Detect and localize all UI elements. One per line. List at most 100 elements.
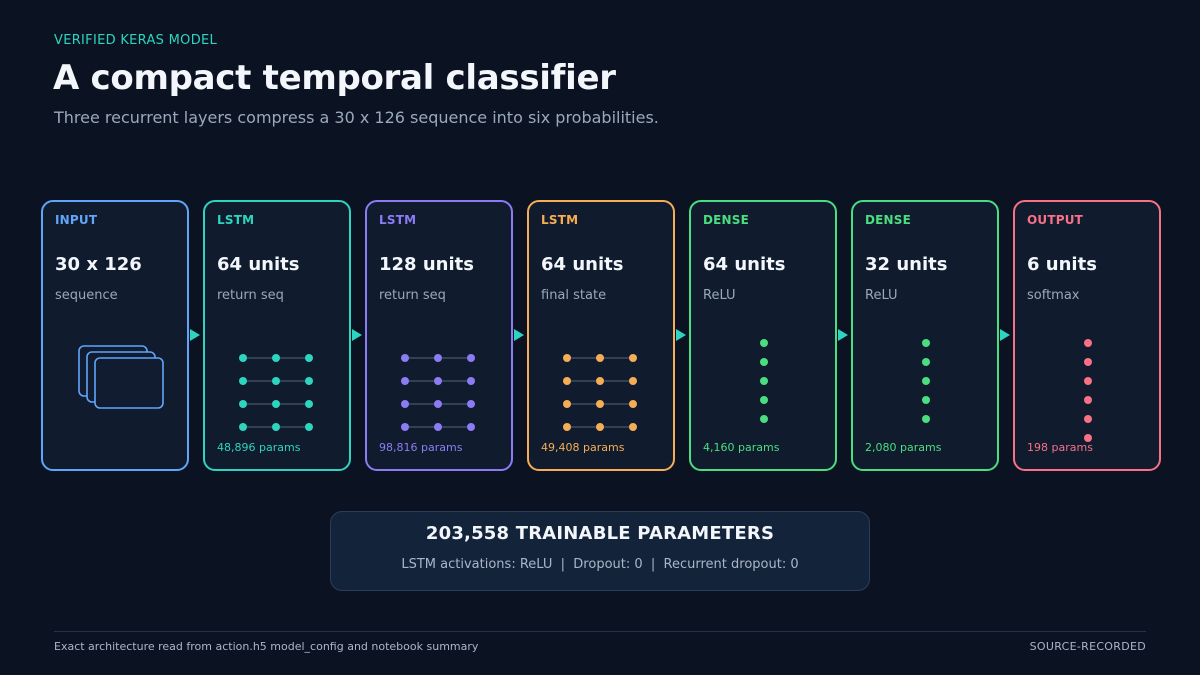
node (629, 354, 637, 362)
node (305, 423, 313, 431)
node (467, 400, 475, 408)
layer-card-7: OUTPUT 6 units softmax 198 params (1013, 200, 1161, 471)
node (596, 400, 604, 408)
layer-units: 30 x 126 (55, 254, 142, 275)
layer-card-1: INPUT 30 x 126 sequence (41, 200, 189, 471)
node (434, 354, 442, 362)
node (401, 423, 409, 431)
node (760, 339, 768, 347)
node (272, 354, 280, 362)
node (760, 396, 768, 404)
node (596, 377, 604, 385)
node (1084, 434, 1092, 442)
node (272, 377, 280, 385)
node (401, 377, 409, 385)
footer-divider (54, 631, 1146, 632)
node (922, 377, 930, 385)
node (922, 396, 930, 404)
flow-arrow-icon (676, 329, 686, 341)
node-grid-icon (563, 354, 637, 431)
layer-type: LSTM (379, 213, 417, 227)
node (467, 354, 475, 362)
node (596, 354, 604, 362)
layer-description: softmax (1027, 288, 1080, 303)
node (629, 423, 637, 431)
layer-params: 4,160 params (703, 441, 780, 454)
total-params: 203,558 TRAINABLE PARAMETERS (425, 523, 775, 544)
node-column-icon (922, 339, 930, 423)
flow-arrow-icon (514, 329, 524, 341)
node-column-icon (1084, 339, 1092, 442)
node (629, 400, 637, 408)
layer-type: DENSE (865, 213, 912, 227)
node (563, 377, 571, 385)
layer-card-3: LSTM 128 units return seq 98,816 params (365, 200, 513, 471)
layer-units: 64 units (541, 254, 624, 275)
layer-params: 198 params (1027, 441, 1093, 454)
node (922, 358, 930, 366)
node (239, 377, 247, 385)
layer-params: 2,080 params (865, 441, 942, 454)
layer-description: ReLU (865, 288, 898, 303)
stacked-frames-icon (78, 345, 164, 409)
flow-arrow-icon (352, 329, 362, 341)
layer-units: 32 units (865, 254, 948, 275)
node (1084, 396, 1092, 404)
flow-arrow-icon (1000, 329, 1010, 341)
node (760, 358, 768, 366)
node (239, 423, 247, 431)
layer-type: OUTPUT (1027, 213, 1084, 227)
node (305, 377, 313, 385)
layer-units: 128 units (379, 254, 474, 275)
eyebrow: VERIFIED KERAS MODEL (54, 33, 218, 48)
layer-params: 48,896 params (217, 441, 301, 454)
node (1084, 415, 1092, 423)
node (305, 400, 313, 408)
node (272, 423, 280, 431)
node (467, 377, 475, 385)
page-title: A compact temporal classifier (53, 58, 616, 98)
flow-arrow-icon (190, 329, 200, 341)
layer-units: 64 units (703, 254, 786, 275)
layer-params: 98,816 params (379, 441, 463, 454)
status-badge: SOURCE-RECORDED (1029, 640, 1146, 653)
layer-units: 6 units (1027, 254, 1097, 275)
node (239, 400, 247, 408)
node (922, 415, 930, 423)
node-column-icon (760, 339, 768, 423)
node (1084, 358, 1092, 366)
node (563, 423, 571, 431)
node (434, 400, 442, 408)
node (239, 354, 247, 362)
layer-description: sequence (55, 288, 118, 303)
node (563, 400, 571, 408)
node (467, 423, 475, 431)
node (760, 415, 768, 423)
layer-params: 49,408 params (541, 441, 625, 454)
layer-type: LSTM (541, 213, 579, 227)
node-grid-icon (401, 354, 475, 431)
layer-description: return seq (379, 288, 446, 303)
layer-units: 64 units (217, 254, 300, 275)
flow-arrow-icon (838, 329, 848, 341)
node (305, 354, 313, 362)
node-grid-icon (239, 354, 313, 431)
node (272, 400, 280, 408)
layer-type: INPUT (55, 213, 98, 227)
node (1084, 377, 1092, 385)
training-details: LSTM activations: ReLU | Dropout: 0 | Re… (401, 557, 799, 572)
layer-type: DENSE (703, 213, 750, 227)
node (1084, 339, 1092, 347)
page-subtitle: Three recurrent layers compress a 30 x 1… (54, 108, 659, 127)
summary-panel: 203,558 TRAINABLE PARAMETERS LSTM activa… (330, 511, 870, 591)
node (563, 354, 571, 362)
node (760, 377, 768, 385)
node (629, 377, 637, 385)
source-note: Exact architecture read from action.h5 m… (54, 640, 479, 653)
layer-description: final state (541, 288, 607, 303)
frame-3 (94, 357, 164, 409)
node (434, 423, 442, 431)
layer-type: LSTM (217, 213, 255, 227)
